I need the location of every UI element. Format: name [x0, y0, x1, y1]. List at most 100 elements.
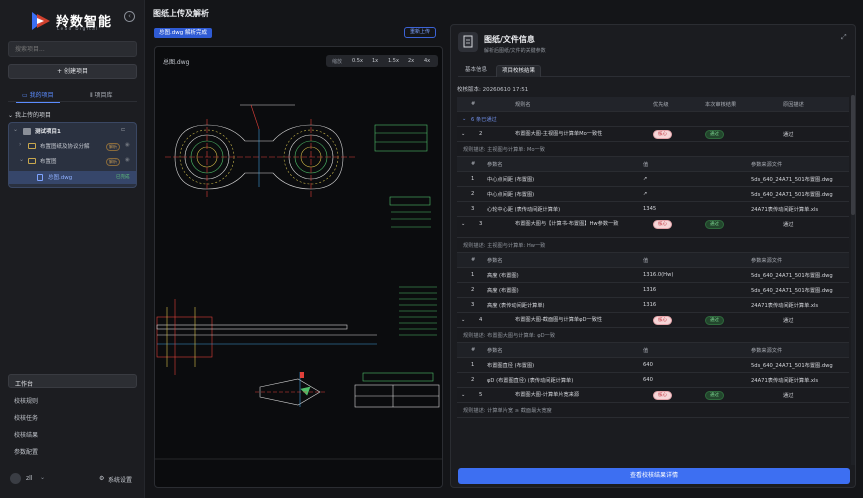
project-search-input[interactable]	[8, 41, 137, 57]
brand: 羚数智能 Lead Digital ‹	[10, 9, 140, 35]
nav-check-tasks[interactable]: 校核任务	[14, 415, 39, 422]
column-header: 原因描述	[783, 102, 804, 108]
cad-drawing	[155, 104, 442, 460]
results-table: # 规则名 优先级 本次审核结果 原因描述 ⌄ 6 条已通过 ⌄ 2 布置图大图-主视图…	[457, 97, 849, 418]
section-my-uploads[interactable]: ⌄ 我上传的项目	[8, 112, 51, 119]
tab-basic-info[interactable]: 基本信息	[465, 67, 488, 73]
param-header: # 参数名 值 参数来源文件	[457, 157, 849, 172]
nav-workbench[interactable]: 工作台	[8, 374, 137, 388]
chevron-down-icon[interactable]: ⌄	[461, 317, 466, 323]
project-tabs: ▭ 我的项目 ⫴ 项目库	[8, 88, 137, 103]
tab-project-library[interactable]: ⫴ 项目库	[90, 92, 113, 99]
drawing-viewer[interactable]: 总图.dwg 缩放 0.5x 1x 1.5x 2x 4x	[154, 46, 443, 488]
zoom-1.5x-button[interactable]: 1.5x	[388, 58, 399, 64]
column-header: #	[471, 101, 476, 107]
column-header: #	[471, 257, 476, 263]
zoom-toolbar: 缩放 0.5x 1x 1.5x 2x 4x	[326, 55, 438, 67]
chevron-right-icon: ›	[19, 141, 22, 148]
parse-status-badge: 总图.dwg 解析完成	[154, 28, 212, 38]
param-row: 1 布置图直径 (布置图) 640 5ds_640_24A71_501布置图.d…	[457, 358, 849, 373]
chevron-down-icon: ⌄	[13, 126, 19, 133]
zoom-1x-button[interactable]: 1x	[372, 58, 379, 64]
library-icon: ⫴	[90, 92, 95, 99]
param-row: 1 中心点间距 (布置图) ↗ 5ds_640_24A71_501布置图.dwg	[457, 172, 849, 187]
column-header: 参数来源文件	[751, 258, 783, 264]
rule-row[interactable]: ⌄ 5 布置图大图-计算单片宽来源 核心 通过 通过	[457, 388, 849, 403]
chevron-down-icon: ⌄	[462, 116, 467, 122]
user-menu[interactable]: zll ⌄ ⚙ 系统设置	[10, 473, 137, 485]
column-header: 值	[643, 258, 649, 264]
folder-icon	[28, 143, 36, 149]
reupload-button[interactable]: 重新上传	[404, 27, 437, 38]
column-header: 值	[643, 162, 649, 168]
eye-icon[interactable]: ◉	[125, 142, 130, 148]
parse-tag: 解析	[106, 143, 120, 151]
param-header: #参数名值参数来源文件	[457, 343, 849, 358]
brand-tagline: Lead Digital	[57, 26, 99, 31]
chevron-down-icon[interactable]: ⌄	[461, 221, 466, 227]
param-row: 2 φD (布置图直径) (表传动间距计算单) 640 24A71表传动间距计算…	[457, 373, 849, 388]
nav-check-rules[interactable]: 校核规则	[14, 398, 39, 405]
result-badge: 通过	[705, 391, 724, 400]
group-row[interactable]: ⌄ 6 条已通过	[457, 112, 849, 127]
column-header: 参数来源文件	[751, 162, 783, 168]
rule-row[interactable]: ⌄ 4 布置图大图-截面图与计算单φD一致性 核心 通过 通过	[457, 313, 849, 328]
column-header: 参数名	[487, 162, 503, 168]
priority-badge: 核心	[653, 391, 672, 400]
column-header: #	[471, 347, 476, 353]
rule-row[interactable]: ⌄ 3 布置图大图与【计算书-布置图】Hw参数一致 核心 通过 通过	[457, 217, 849, 238]
param-row: 2 高度 (布置图) 1316 5ds_640_24A71_501布置图.dwg	[457, 283, 849, 298]
tree-file-selected[interactable]: 总图.dwg 已完成	[9, 171, 136, 184]
param-row: 2 中心点间距 (布置图) ↗ 5ds_640_24A71_501布置图.dwg	[457, 187, 849, 202]
column-header: #	[471, 161, 476, 167]
panel-subtitle: 解析后图纸/文件的关键参数	[484, 48, 546, 54]
check-version: 校核版本: 20260610 17:51	[457, 87, 529, 93]
drawing-panel: 总图.dwg 解析完成 重新上传 总图.dwg 缩放 0.5x 1x 1.5x …	[151, 24, 443, 488]
nav-check-results[interactable]: 校核结果	[14, 432, 39, 439]
panel-title: 图纸/文件信息	[484, 35, 535, 44]
zoom-0.5x-button[interactable]: 0.5x	[352, 58, 363, 64]
folder-icon: ▭	[22, 92, 30, 99]
folder-open-icon[interactable]: ⊏	[121, 127, 126, 133]
chevron-down-icon: ⌄	[8, 112, 15, 119]
scrollbar-thumb[interactable]	[851, 95, 855, 215]
zoom-2x-button[interactable]: 2x	[408, 58, 415, 64]
parse-tag: 解析	[106, 158, 120, 166]
scrollbar-track[interactable]	[851, 95, 855, 465]
tree-project[interactable]: ⌄ 测试项目1 ⊏	[13, 126, 126, 135]
tab-my-projects[interactable]: ▭ 我的项目	[16, 92, 60, 103]
panel-tabs: 基本信息 项目校核结果	[458, 63, 850, 77]
rule-row[interactable]: ⌄ 2 布置图大图-主视图与计算单Mo一致性 核心 通过 通过	[457, 127, 849, 142]
chevron-down-icon[interactable]: ⌄	[461, 131, 466, 137]
collapse-sidebar-icon[interactable]: ‹	[124, 11, 135, 22]
tab-check-results[interactable]: 项目校核结果	[496, 65, 542, 77]
avatar	[10, 473, 21, 484]
column-header: 规则名	[515, 102, 531, 108]
column-header: 本次审核结果	[705, 102, 737, 108]
nav-param-config[interactable]: 参数配置	[14, 449, 39, 456]
table-header: # 规则名 优先级 本次审核结果 原因描述	[457, 97, 849, 112]
rule-description: 规则描述: 主视图与计算单: Mo一致	[457, 142, 849, 157]
tree-folder[interactable]: ⌄ 布置图 解析 ◉	[19, 156, 130, 166]
result-badge: 通过	[705, 220, 724, 229]
column-header: 参数来源文件	[751, 348, 783, 354]
brand-name: 羚数智能	[56, 15, 113, 30]
settings-icon: ⚙	[99, 475, 105, 482]
expand-icon[interactable]: ⤢	[841, 33, 847, 41]
logo-icon	[32, 12, 50, 30]
column-header: 优先级	[653, 102, 669, 108]
chevron-down-icon: ⌄	[40, 474, 46, 481]
document-icon	[458, 32, 478, 52]
view-details-button[interactable]: 查看校核结果详情	[458, 468, 850, 484]
rule-description: 规则描述: 计算单片宽 ≥ 截面最大宽度	[457, 403, 849, 418]
result-badge: 通过	[705, 130, 724, 139]
settings-link[interactable]: 系统设置	[108, 477, 133, 484]
chevron-down-icon[interactable]: ⌄	[461, 392, 466, 398]
eye-icon[interactable]: ◉	[125, 157, 130, 163]
tree-folder[interactable]: › 布置图纸及协议分解 解析 ◉	[19, 141, 130, 151]
project-icon	[23, 128, 31, 135]
create-project-button[interactable]: + 创建项目	[8, 64, 137, 79]
sidebar: 羚数智能 Lead Digital ‹ + 创建项目 ▭ 我的项目 ⫴ 项目库 …	[0, 0, 145, 498]
file-status: 已完成	[116, 175, 130, 180]
zoom-4x-button[interactable]: 4x	[424, 58, 431, 64]
